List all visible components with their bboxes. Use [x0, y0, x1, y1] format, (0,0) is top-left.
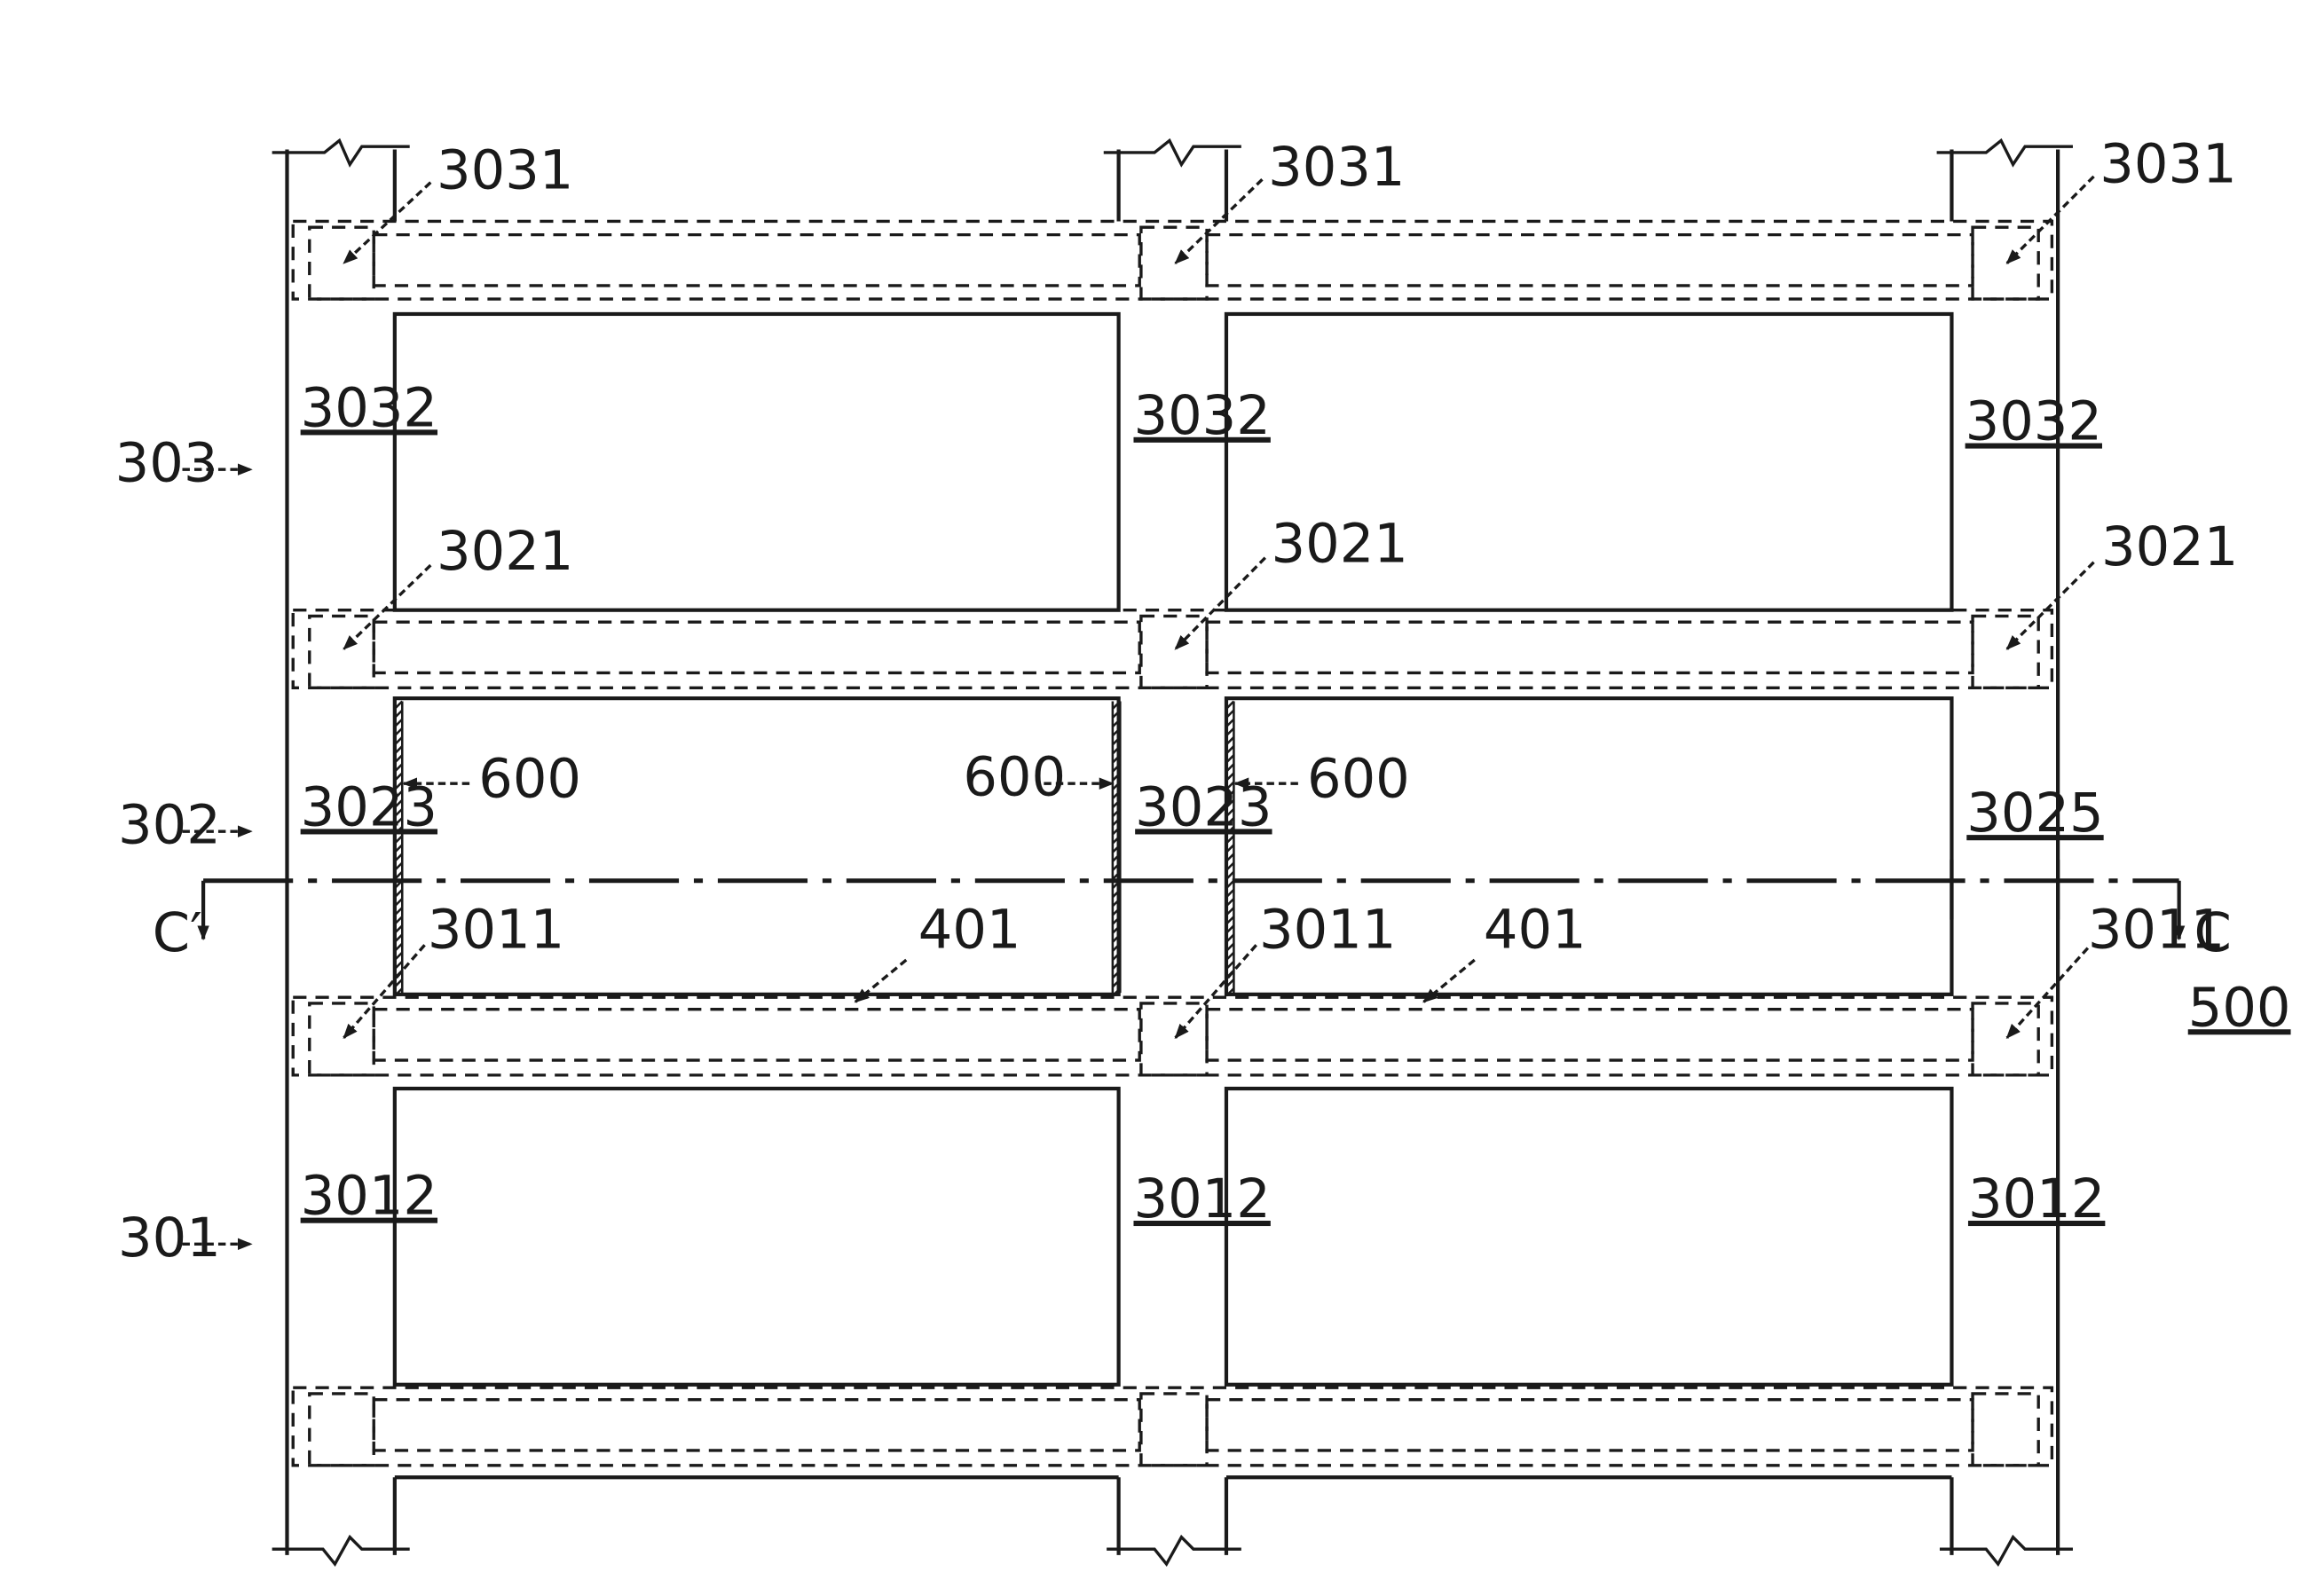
label-3032-right: 3032	[1966, 391, 2102, 453]
band-3-inner-left	[374, 1010, 1139, 1060]
label-500: 500	[2188, 977, 2291, 1039]
label-3021-mid: 3021	[1272, 514, 1408, 576]
hatch-strip-mid-right	[1226, 701, 1233, 995]
band-2-inner-right	[1207, 622, 1973, 672]
band-3-inner-right	[1207, 1010, 1973, 1060]
pad-3011-left	[310, 1003, 374, 1075]
label-3032-left: 3032	[301, 377, 437, 439]
reference-labels: 3031 3031 3031 3032 3032 3032 3021 3021 …	[115, 134, 2291, 1270]
leader-3011-mid	[1176, 945, 1257, 1038]
label-3012-left: 3012	[301, 1166, 437, 1228]
label-302: 302	[118, 795, 221, 857]
label-3032-mid: 3032	[1133, 385, 1270, 447]
leader-3011-left	[344, 945, 425, 1038]
break-symbol-bottom-right	[1940, 1537, 2073, 1564]
leader-3021-left	[344, 565, 431, 649]
label-600-right: 600	[1307, 748, 1410, 810]
frame-lines	[272, 140, 2073, 1564]
label-303: 303	[115, 433, 218, 495]
label-section-c: C	[2194, 902, 2231, 964]
pad-3021-left	[310, 616, 374, 688]
break-symbol-top-right	[1937, 140, 2073, 164]
label-3025: 3025	[1966, 782, 2103, 845]
label-3012-mid: 3012	[1133, 1168, 1270, 1230]
hatch-strip-left	[395, 701, 402, 995]
pad-3031-mid	[1141, 227, 1207, 299]
pad-3031-right	[1973, 227, 2038, 299]
leader-3021-mid	[1176, 558, 1265, 649]
leader-3011-right	[2007, 948, 2088, 1038]
label-600-mid: 600	[963, 747, 1066, 809]
break-symbol-bottom-left	[272, 1537, 410, 1564]
break-symbol-top-mid	[1104, 140, 1241, 164]
label-3031-left: 3031	[437, 139, 573, 201]
break-symbol-top-left	[272, 140, 410, 164]
band-top-inner-left	[374, 235, 1139, 286]
leader-3031-mid	[1176, 179, 1263, 263]
label-3021-right: 3021	[2101, 516, 2238, 578]
label-401-right: 401	[1484, 900, 1587, 962]
leader-3031-right	[2007, 177, 2094, 263]
pad-bottom-mid	[1141, 1394, 1207, 1466]
band-2-inner-left	[374, 622, 1139, 672]
label-3021-left: 3021	[437, 521, 573, 583]
label-section-c-prime: C′	[153, 902, 202, 964]
hatch-strip-mid-left	[1113, 701, 1120, 995]
label-3011-left: 3011	[428, 900, 564, 962]
label-3031-mid: 3031	[1268, 137, 1405, 199]
band-bottom-inner-left	[374, 1400, 1139, 1450]
label-3011-mid: 3011	[1259, 900, 1396, 962]
leader-arrows	[182, 177, 2093, 1244]
band-top-inner-right	[1207, 235, 1973, 286]
label-301: 301	[118, 1207, 221, 1270]
band-top-outline	[293, 221, 2052, 299]
label-3023-mid: 3023	[1135, 776, 1272, 838]
cell-301-right	[1226, 1089, 1951, 1385]
break-symbol-bottom-mid	[1107, 1537, 1241, 1564]
label-3023-left: 3023	[301, 776, 437, 838]
label-600-left: 600	[478, 748, 581, 810]
label-3031-right: 3031	[2099, 134, 2236, 196]
band-bottom-inner-right	[1207, 1400, 1973, 1450]
cell-301-left	[395, 1089, 1119, 1385]
label-401-left: 401	[918, 900, 1021, 962]
pad-bottom-left	[310, 1394, 374, 1466]
pad-3031-left	[310, 227, 374, 299]
pad-bottom-right	[1973, 1394, 2038, 1466]
label-3012-right: 3012	[1968, 1168, 2105, 1230]
pad-3021-right	[1973, 616, 2038, 688]
